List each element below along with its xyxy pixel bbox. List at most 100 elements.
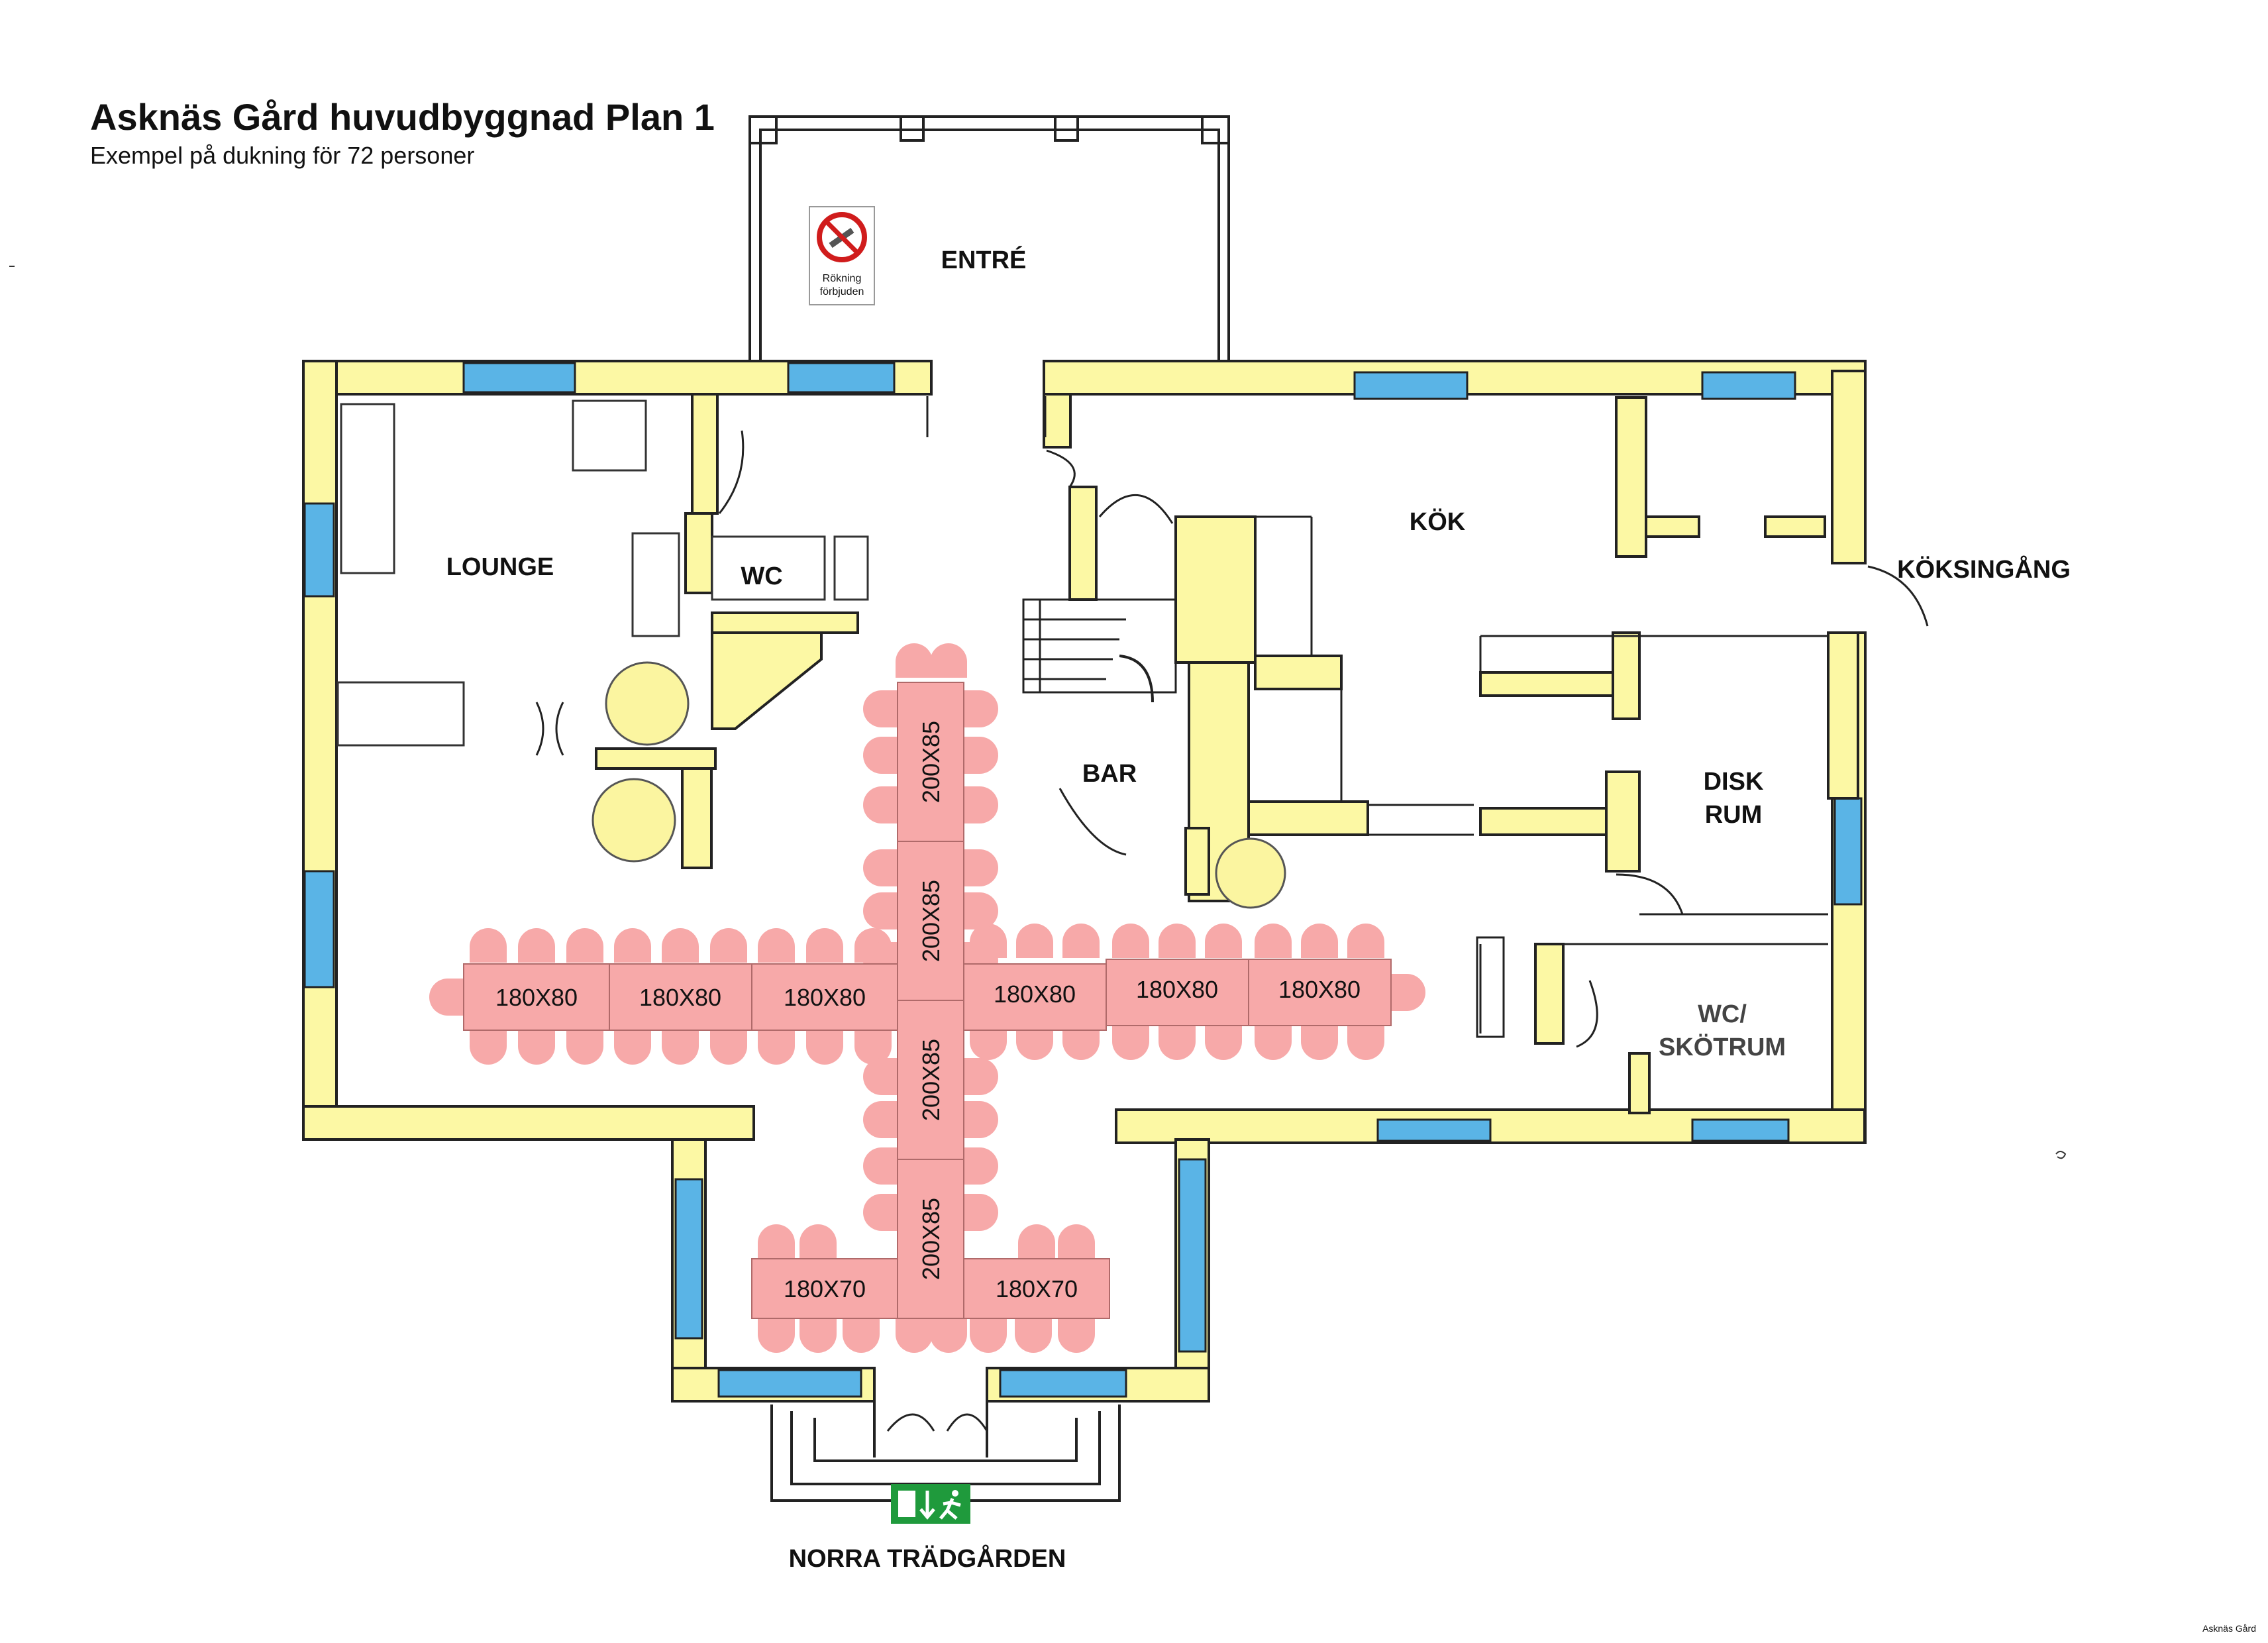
chair bbox=[863, 1147, 898, 1185]
room-label-entre: ENTRÉ bbox=[941, 245, 1027, 274]
chair bbox=[710, 928, 747, 963]
chair bbox=[758, 1224, 795, 1259]
chair bbox=[470, 928, 507, 963]
table-h6 bbox=[1248, 959, 1392, 1026]
room-label-norra-tradgarden: NORRA TRÄDGÅRDEN bbox=[789, 1544, 1066, 1573]
round-table bbox=[592, 778, 676, 863]
chair bbox=[1062, 924, 1100, 958]
chair bbox=[1391, 974, 1425, 1011]
table-label: 180X70 bbox=[996, 1275, 1078, 1302]
chair bbox=[518, 1030, 555, 1065]
running-person-icon bbox=[939, 1490, 961, 1520]
chair bbox=[930, 1318, 967, 1353]
chair bbox=[1112, 924, 1149, 958]
door-swings bbox=[535, 430, 1929, 1432]
stair bbox=[1022, 598, 1177, 703]
chair bbox=[1016, 924, 1053, 958]
room-label-kok: KÖK bbox=[1410, 507, 1466, 536]
chair bbox=[614, 928, 651, 963]
table-label: 200X85 bbox=[917, 721, 945, 803]
table-label: 180X80 bbox=[994, 980, 1076, 1008]
chair bbox=[1015, 1318, 1052, 1353]
round-tables bbox=[592, 661, 1286, 909]
chair bbox=[896, 643, 933, 678]
chair bbox=[1347, 924, 1384, 958]
table-h5 bbox=[1106, 959, 1249, 1026]
table-h4 bbox=[963, 963, 1107, 1031]
table-v3 bbox=[897, 1000, 964, 1160]
room-label-lounge: LOUNGE bbox=[446, 553, 554, 581]
chair bbox=[1255, 924, 1292, 958]
sketch-marks bbox=[9, 266, 2067, 1159]
no-smoking-icon bbox=[817, 212, 867, 262]
chairs bbox=[429, 643, 1425, 1353]
chair bbox=[1062, 1026, 1100, 1060]
chair bbox=[854, 1030, 892, 1065]
chair bbox=[1205, 1026, 1242, 1060]
chair bbox=[896, 1318, 933, 1353]
chair bbox=[1058, 1318, 1095, 1353]
room-label-bar: BAR bbox=[1082, 760, 1137, 788]
round-table bbox=[605, 661, 690, 746]
emergency-exit-sign bbox=[891, 1484, 970, 1524]
chair bbox=[566, 1030, 603, 1065]
entrance-frame bbox=[926, 396, 1047, 437]
chair bbox=[970, 1318, 1007, 1353]
chair bbox=[964, 690, 998, 727]
room-label-skotrum: SKÖTRUM bbox=[1659, 1033, 1786, 1061]
chair bbox=[470, 1030, 507, 1065]
corner-credit: Asknäs Gård bbox=[2202, 1623, 2256, 1634]
chair bbox=[863, 892, 898, 929]
plan-subtitle: Exempel på dukning för 72 personer bbox=[90, 142, 475, 169]
chair bbox=[1347, 1026, 1384, 1060]
chair bbox=[662, 1030, 699, 1065]
table-label: 200X85 bbox=[917, 880, 945, 962]
room-label-wc-skotrum: WC/ bbox=[1698, 1000, 1747, 1028]
chair bbox=[1159, 924, 1196, 958]
chair bbox=[1159, 1026, 1196, 1060]
chair bbox=[863, 1194, 898, 1231]
chair bbox=[1205, 924, 1242, 958]
chair bbox=[970, 1026, 1007, 1060]
table-h2 bbox=[609, 963, 752, 1031]
windows bbox=[303, 362, 1863, 1398]
chair bbox=[964, 737, 998, 774]
chair bbox=[964, 1101, 998, 1138]
chair bbox=[710, 1030, 747, 1065]
chair bbox=[799, 1318, 837, 1353]
plan-title: Asknäs Gård huvudbyggnad Plan 1 bbox=[90, 96, 715, 138]
chair bbox=[964, 892, 998, 929]
chair bbox=[1016, 1026, 1053, 1060]
chair bbox=[566, 928, 603, 963]
chair bbox=[1018, 1224, 1055, 1259]
chair bbox=[518, 928, 555, 963]
chair bbox=[843, 1318, 880, 1353]
table-b2 bbox=[963, 1258, 1110, 1319]
tables bbox=[463, 682, 1392, 1319]
lounge-furniture bbox=[336, 399, 869, 747]
table-label: 180X70 bbox=[784, 1275, 866, 1302]
table-label: 200X85 bbox=[917, 1198, 945, 1280]
table-label: 180X80 bbox=[784, 984, 866, 1011]
table-label: 180X80 bbox=[495, 984, 578, 1011]
chair bbox=[863, 849, 898, 886]
chair bbox=[863, 737, 898, 774]
chair bbox=[662, 928, 699, 963]
table-v1 bbox=[897, 682, 964, 842]
chair bbox=[1301, 924, 1338, 958]
entrance-porch bbox=[748, 115, 1230, 363]
table-label: 180X80 bbox=[639, 984, 721, 1011]
chair bbox=[863, 1101, 898, 1138]
table-v4 bbox=[897, 1159, 964, 1319]
sign-text-line1: Rökning bbox=[823, 273, 862, 284]
table-labels: 180X80 180X80 180X80 180X80 180X80 180X8… bbox=[495, 721, 1361, 1302]
room-label-wc: WC bbox=[741, 562, 782, 590]
table-label: 180X80 bbox=[1136, 976, 1218, 1003]
chair bbox=[930, 643, 967, 678]
table-b1 bbox=[751, 1258, 898, 1319]
room-label-rum: RUM bbox=[1705, 801, 1763, 829]
interior-walls bbox=[595, 393, 1859, 1114]
chair bbox=[758, 1030, 795, 1065]
chair bbox=[863, 690, 898, 727]
